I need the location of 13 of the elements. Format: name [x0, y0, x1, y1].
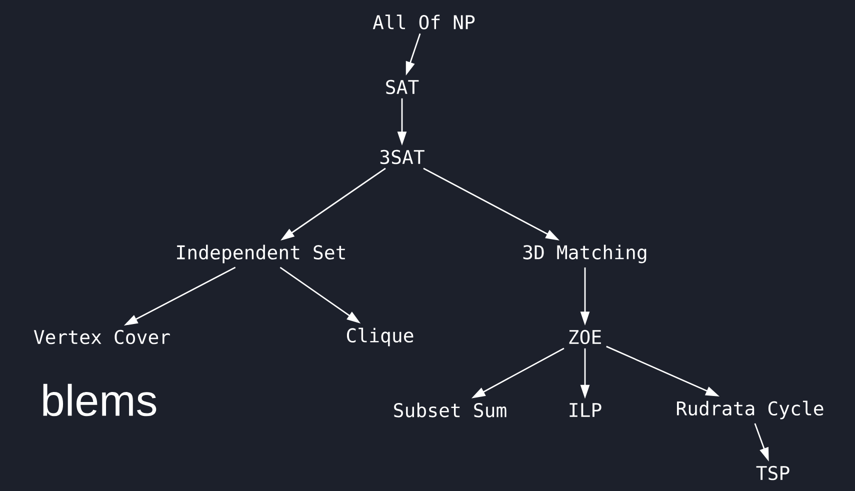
node-label: TSP [756, 466, 790, 480]
node-label: SAT [386, 80, 419, 94]
node-label: ZOE [569, 330, 601, 344]
node-label: ILP [570, 403, 602, 417]
title-text: blems [43, 384, 156, 416]
node-label: 3D Matching [523, 244, 646, 264]
node-label: All Of NP [372, 14, 475, 30]
node-label: Clique [346, 328, 414, 346]
node-label: Independent Set [177, 244, 345, 264]
node-label: 3SAT [380, 150, 424, 164]
node-label: Subset Sum [394, 402, 506, 418]
node-label: Rudrata Cycle [676, 400, 824, 420]
node-label: Vertex Cover [34, 330, 170, 344]
